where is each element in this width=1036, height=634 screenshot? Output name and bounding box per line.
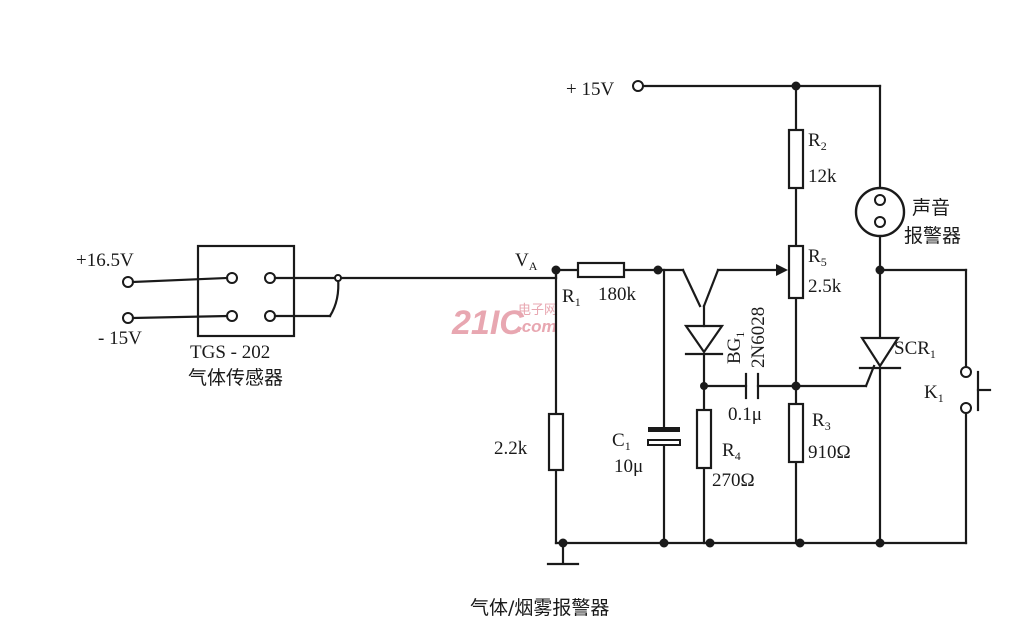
r5-label: R5 [808,246,827,269]
scr-label: SCR1 [894,338,936,361]
switch-k1 [960,366,992,414]
resistor-r3 [787,402,805,464]
r2-value: 12k [808,166,837,187]
r-bottom-value: 2.2k [494,438,528,459]
put-bg1 [683,304,725,356]
plus15v-label: + 15V [566,79,614,100]
bg1-label: BG1 [724,332,747,364]
r1-value: 180k [598,284,637,305]
c1-value: 10μ [614,456,643,477]
sensor-model-label: TGS - 202 [190,342,270,363]
r3-label: R3 [812,410,831,433]
bg1-model: 2N6028 [748,307,769,368]
resistor-r1 [576,261,626,279]
watermark-com: .com [517,317,557,336]
r5-value: 2.5k [808,276,842,297]
r1-label: R1 [562,286,581,309]
figure-caption: 气体/烟雾报警器 [470,597,609,619]
va-label: VA [515,250,538,273]
watermark-21ic: 21IC 电子网 .com [451,303,557,342]
r2-label: R2 [808,130,827,153]
capacitor-c1 [647,427,681,446]
r4-value: 270Ω [712,470,755,491]
resistor-r4 [695,408,713,470]
scr1-thyristor [858,336,902,370]
cap2-value: 0.1μ [728,404,762,425]
watermark-brand: 21IC [451,304,524,342]
r3-value: 910Ω [808,442,851,463]
sound-alarm-buzzer [854,186,906,238]
c1-label: C1 [612,430,631,453]
plus16-5v-label: +16.5V [76,250,134,271]
r4-label: R4 [722,440,741,463]
gas-sensor-tgs202 [122,244,342,338]
resistor-2-2k [547,412,565,472]
watermark-cn: 电子网 [518,303,557,318]
minus15v-label: - 15V [98,328,142,349]
sensor-name-label: 气体传感器 [188,367,283,389]
resistor-r2 [787,128,805,190]
k1-label: K1 [924,382,944,405]
plus15v-terminal [632,80,644,92]
junctions [551,81,885,548]
alarm-label-2: 报警器 [904,225,961,247]
wires [336,84,968,566]
alarm-label-1: 声音 [912,197,950,219]
potentiometer-r5 [776,244,805,300]
capacitor-0-1u [744,372,760,400]
